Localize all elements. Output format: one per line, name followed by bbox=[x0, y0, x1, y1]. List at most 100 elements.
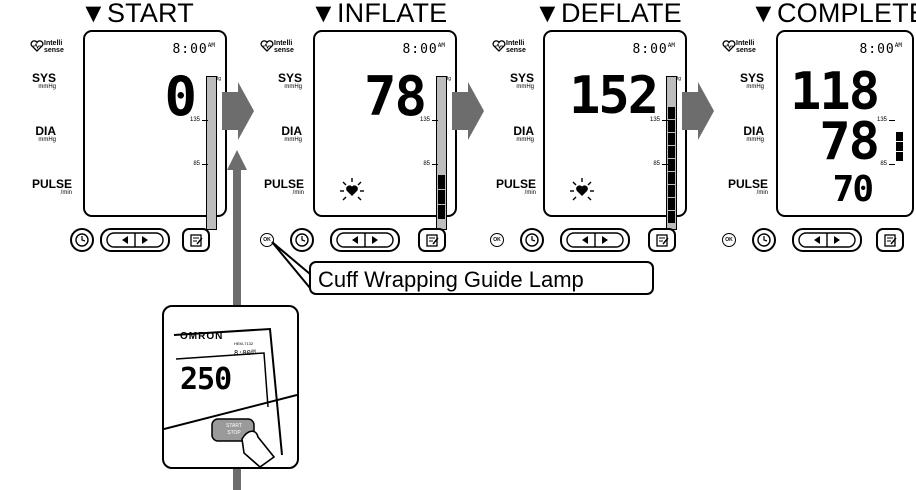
stage-deflate-title: ▼DEFLATE bbox=[534, 0, 682, 28]
bar-segment bbox=[896, 152, 903, 161]
bar-segment bbox=[668, 185, 675, 197]
triangle-down-icon: ▼ bbox=[534, 0, 561, 28]
bar-segment bbox=[668, 120, 675, 132]
navigation-button[interactable] bbox=[330, 228, 400, 252]
clock-icon bbox=[757, 233, 771, 247]
device-model: HEM-7132 bbox=[234, 341, 254, 346]
memo-button[interactable] bbox=[182, 228, 210, 252]
dia-value: 78 bbox=[819, 112, 880, 172]
tick-135-label: 135 bbox=[189, 117, 200, 123]
stage-arrow-2 bbox=[452, 82, 484, 140]
lcd-clock: 8:00AM bbox=[172, 42, 215, 57]
right-arrow-icon bbox=[142, 236, 148, 244]
navigation-button[interactable] bbox=[792, 228, 862, 252]
right-arrow-icon bbox=[372, 236, 378, 244]
cuff-wrapping-guide-lamp: OK bbox=[260, 233, 274, 247]
tick-135 bbox=[202, 120, 208, 121]
navigation-button[interactable] bbox=[560, 228, 630, 252]
device-reading: 250 bbox=[180, 362, 232, 397]
memo-icon bbox=[190, 234, 203, 247]
pulse-label: PULSE/min bbox=[495, 177, 536, 196]
left-arrow-icon bbox=[814, 236, 820, 244]
right-arrow-icon bbox=[834, 236, 840, 244]
cuff-wrapping-guide-lamp: OK bbox=[722, 233, 736, 247]
memo-button[interactable] bbox=[876, 228, 904, 252]
bar-segment bbox=[668, 146, 675, 158]
tick-85 bbox=[202, 164, 208, 165]
history-button[interactable] bbox=[520, 228, 544, 252]
left-arrow-icon bbox=[122, 236, 128, 244]
intellisense-heart-icon bbox=[492, 40, 506, 52]
tick-85-label: 85 bbox=[653, 161, 660, 167]
pulse-value: 70 bbox=[832, 169, 874, 210]
lcd-screen: 8:00AM 135 85 118 78 70 bbox=[776, 30, 914, 217]
bar-segment bbox=[896, 132, 903, 141]
tick-135 bbox=[432, 120, 438, 121]
tick-135 bbox=[889, 120, 895, 121]
pulse-label: PULSE/min bbox=[727, 177, 768, 196]
left-arrow-icon bbox=[582, 236, 588, 244]
tick-135-label: 135 bbox=[876, 117, 887, 123]
hand-pointer-icon bbox=[241, 430, 276, 467]
clock-icon bbox=[295, 233, 309, 247]
left-arrow-icon bbox=[352, 236, 358, 244]
memo-button[interactable] bbox=[418, 228, 446, 252]
intellisense-heart-icon bbox=[30, 40, 44, 52]
history-button[interactable] bbox=[70, 228, 94, 252]
pressure-bar bbox=[895, 132, 904, 162]
right-arrow-icon bbox=[602, 236, 608, 244]
lcd-clock: 8:00AM bbox=[859, 42, 902, 57]
triangle-down-icon: ▼ bbox=[310, 0, 337, 28]
pulse-label: PULSE/min bbox=[31, 177, 72, 196]
sys-value: 78 bbox=[363, 65, 427, 128]
lcd-screen: 8:00AM mmHg 135 85 152 bbox=[543, 30, 687, 230]
stage-arrow-3 bbox=[682, 82, 714, 140]
pressure-bar bbox=[436, 76, 447, 230]
stage-arrow-1 bbox=[222, 82, 254, 140]
navigation-button[interactable] bbox=[100, 228, 170, 252]
history-button[interactable] bbox=[290, 228, 314, 252]
tick-85-label: 85 bbox=[880, 161, 887, 167]
history-button[interactable] bbox=[752, 228, 776, 252]
lcd-screen: 8:00AM mmHg 135 85 0 bbox=[83, 30, 227, 230]
clock-icon bbox=[525, 233, 539, 247]
bar-segment bbox=[668, 159, 675, 171]
heart-icon bbox=[340, 178, 364, 201]
device-brand: OMRON bbox=[180, 331, 224, 342]
stage-start-title: ▼START bbox=[80, 0, 194, 28]
tick-85 bbox=[662, 164, 668, 165]
bar-segment bbox=[668, 211, 675, 223]
device-illustration bbox=[164, 327, 297, 467]
cuff-wrapping-guide-lamp-callout: Cuff Wrapping Guide Lamp bbox=[309, 261, 654, 295]
bar-segment bbox=[438, 175, 445, 189]
clock-icon bbox=[75, 233, 89, 247]
bar-segment bbox=[896, 142, 903, 151]
intellisense-heart-icon bbox=[722, 40, 736, 52]
memo-button[interactable] bbox=[648, 228, 676, 252]
pressure-bar bbox=[666, 76, 677, 230]
tick-135 bbox=[662, 120, 668, 121]
stage-inflate-title: ▼INFLATE bbox=[310, 0, 448, 28]
stage-complete-title: ▼COMPLETE bbox=[750, 0, 916, 28]
sys-value: 152 bbox=[569, 66, 659, 126]
pressure-bar bbox=[206, 76, 217, 230]
lcd-screen: 8:00AM mmHg 135 85 78 bbox=[313, 30, 457, 230]
triangle-down-icon: ▼ bbox=[80, 0, 107, 28]
bar-segment bbox=[668, 198, 675, 210]
tick-135-label: 135 bbox=[649, 117, 660, 123]
cuff-wrapping-guide-lamp: OK bbox=[490, 233, 504, 247]
tick-85-label: 85 bbox=[193, 161, 200, 167]
bar-segment bbox=[668, 107, 675, 119]
